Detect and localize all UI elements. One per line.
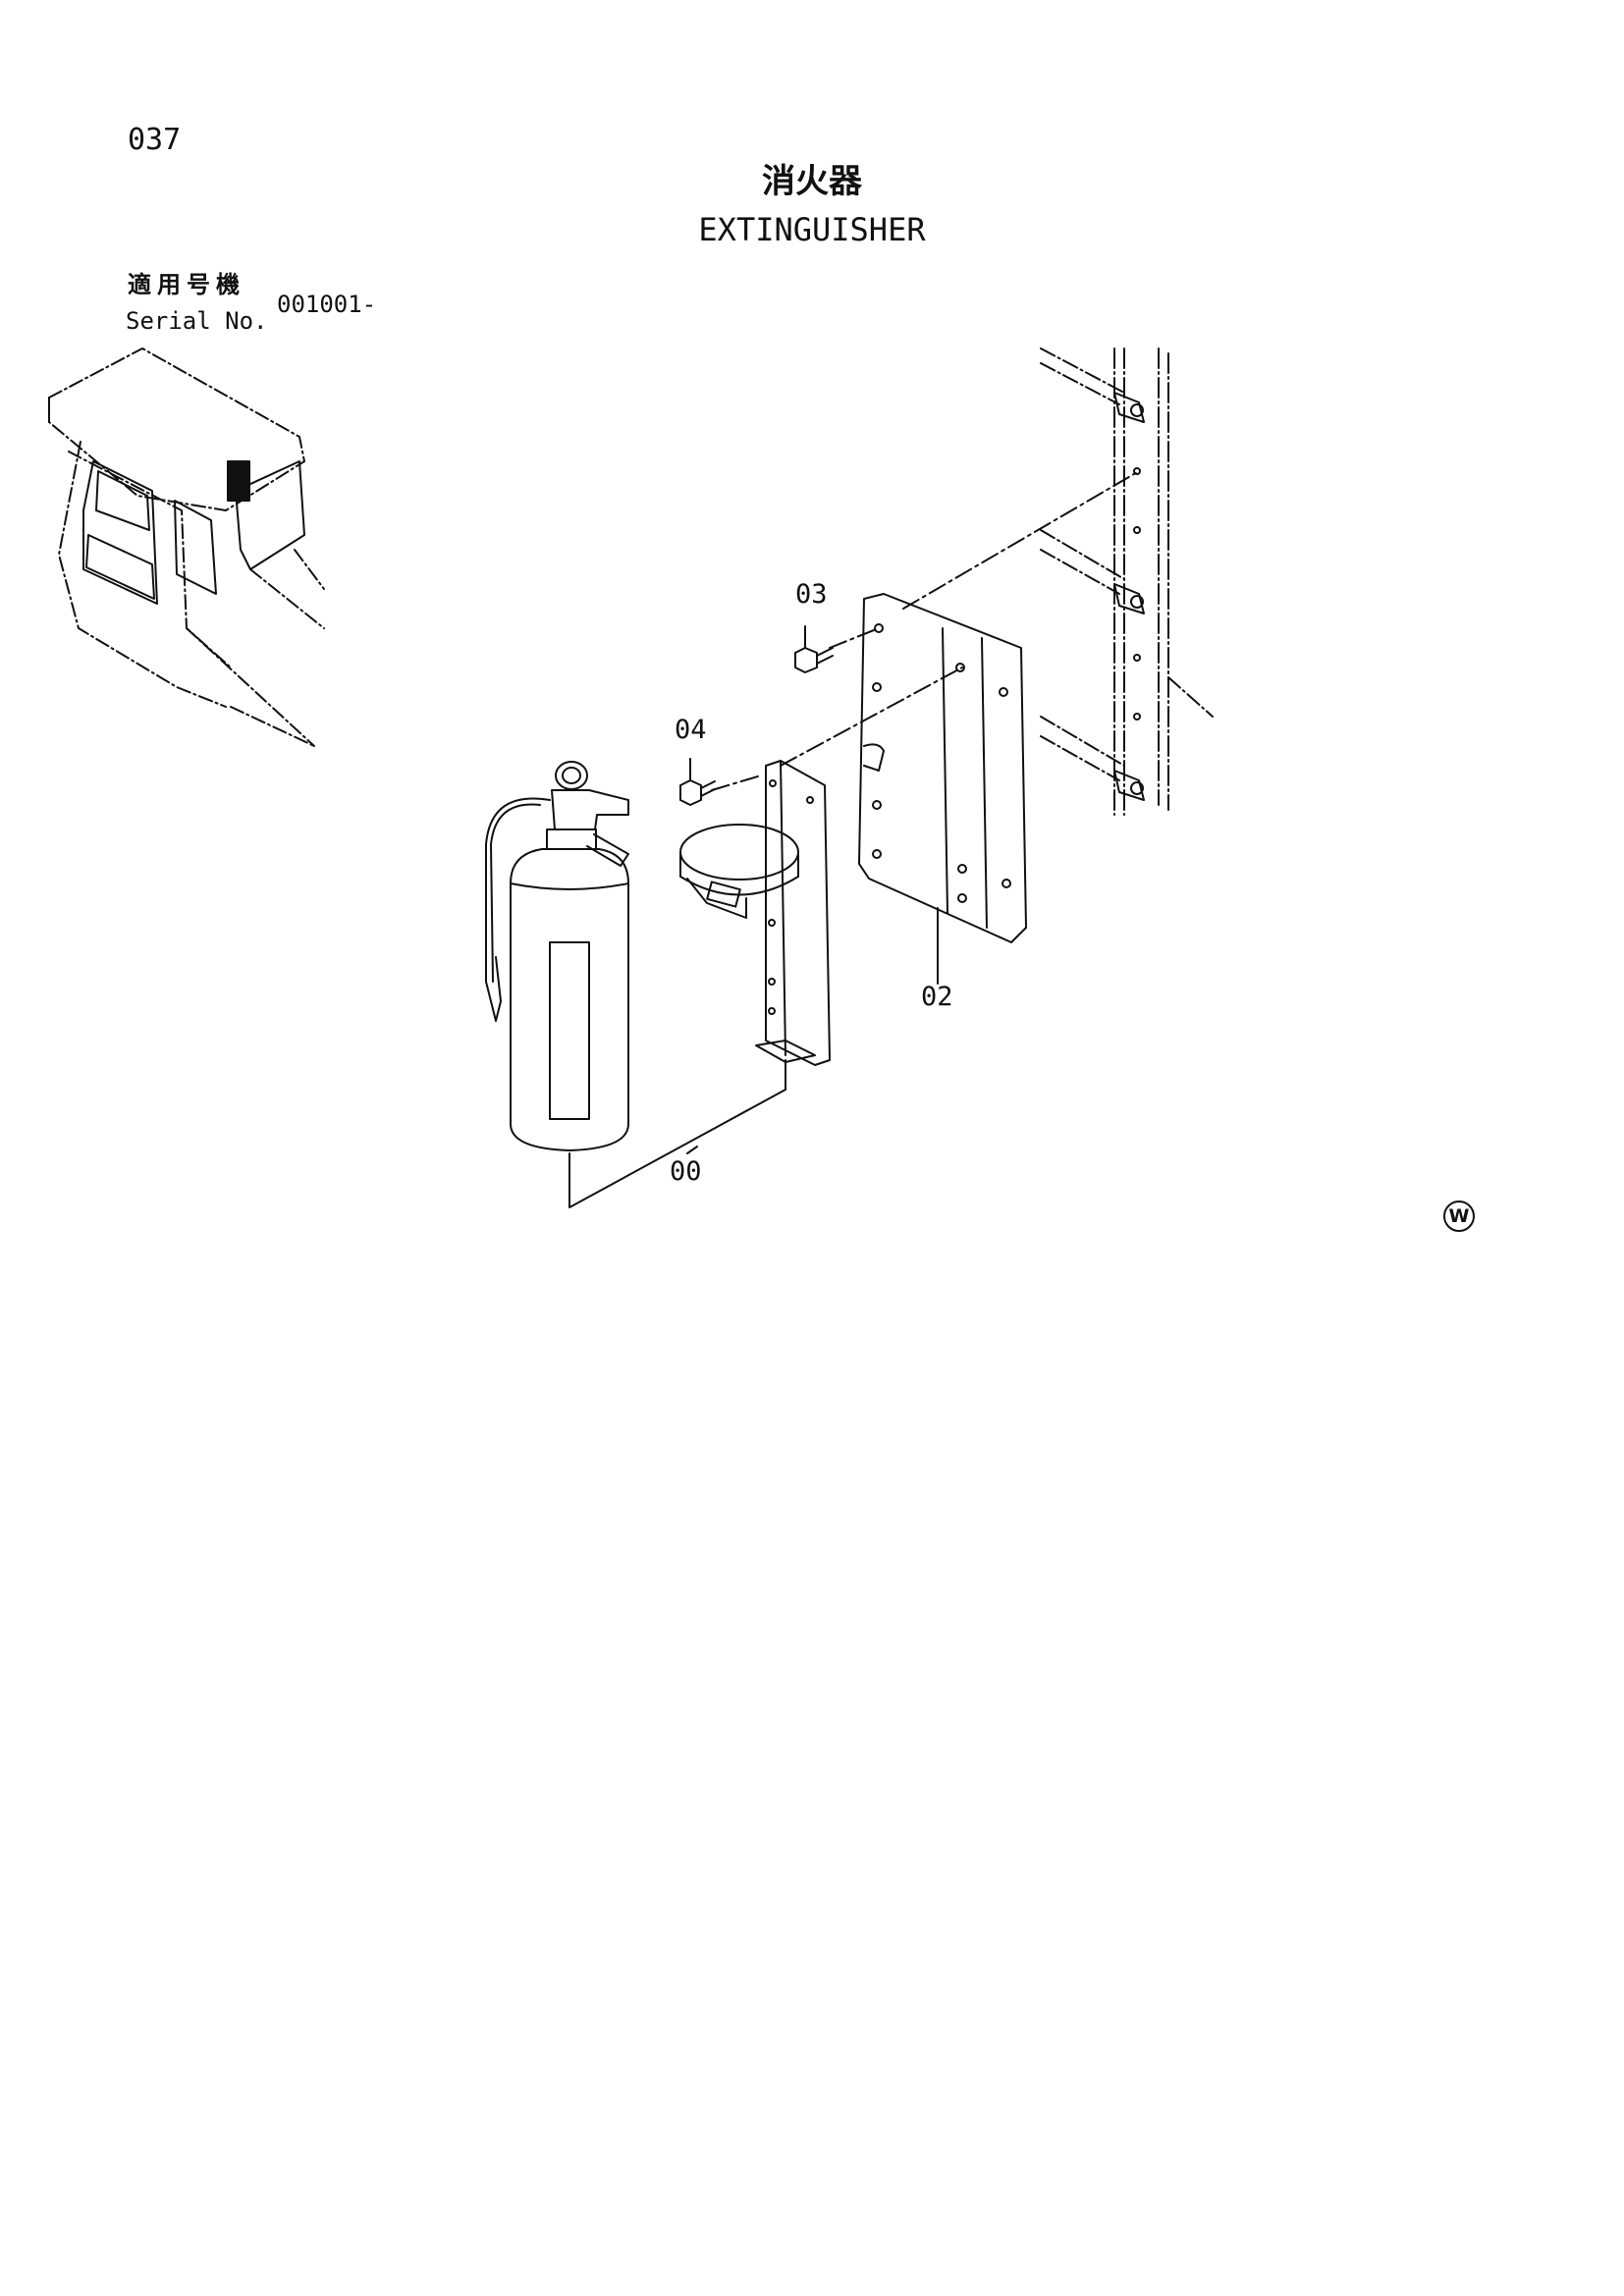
bracket-icon [679, 760, 831, 1091]
extinguisher-icon [485, 761, 786, 1208]
serial-label-japanese: 適用号機 [128, 271, 245, 298]
callout-04: 04 [675, 715, 707, 745]
frame-bracket-lugs [1113, 392, 1145, 801]
page-title-japanese: 消火器 [762, 162, 862, 201]
serial-label-english: Serial No. [126, 307, 268, 335]
plate-icon [858, 593, 1027, 983]
leader-lines [686, 981, 939, 1154]
serial-value: 001001- [277, 291, 377, 318]
page-title-english: EXTINGUISHER [698, 211, 926, 248]
alignment-lines [711, 470, 1140, 791]
structure-frame [1040, 347, 1214, 816]
callout-00: 00 [670, 1156, 702, 1187]
bolt-icon [794, 625, 834, 673]
circled-w-mark: W [1443, 1201, 1475, 1232]
page-number: 037 [128, 123, 182, 157]
bolt-icon-04 [679, 758, 716, 806]
callout-03: 03 [795, 579, 828, 610]
callout-02: 02 [921, 982, 953, 1012]
cab-reference-icon [48, 347, 325, 747]
